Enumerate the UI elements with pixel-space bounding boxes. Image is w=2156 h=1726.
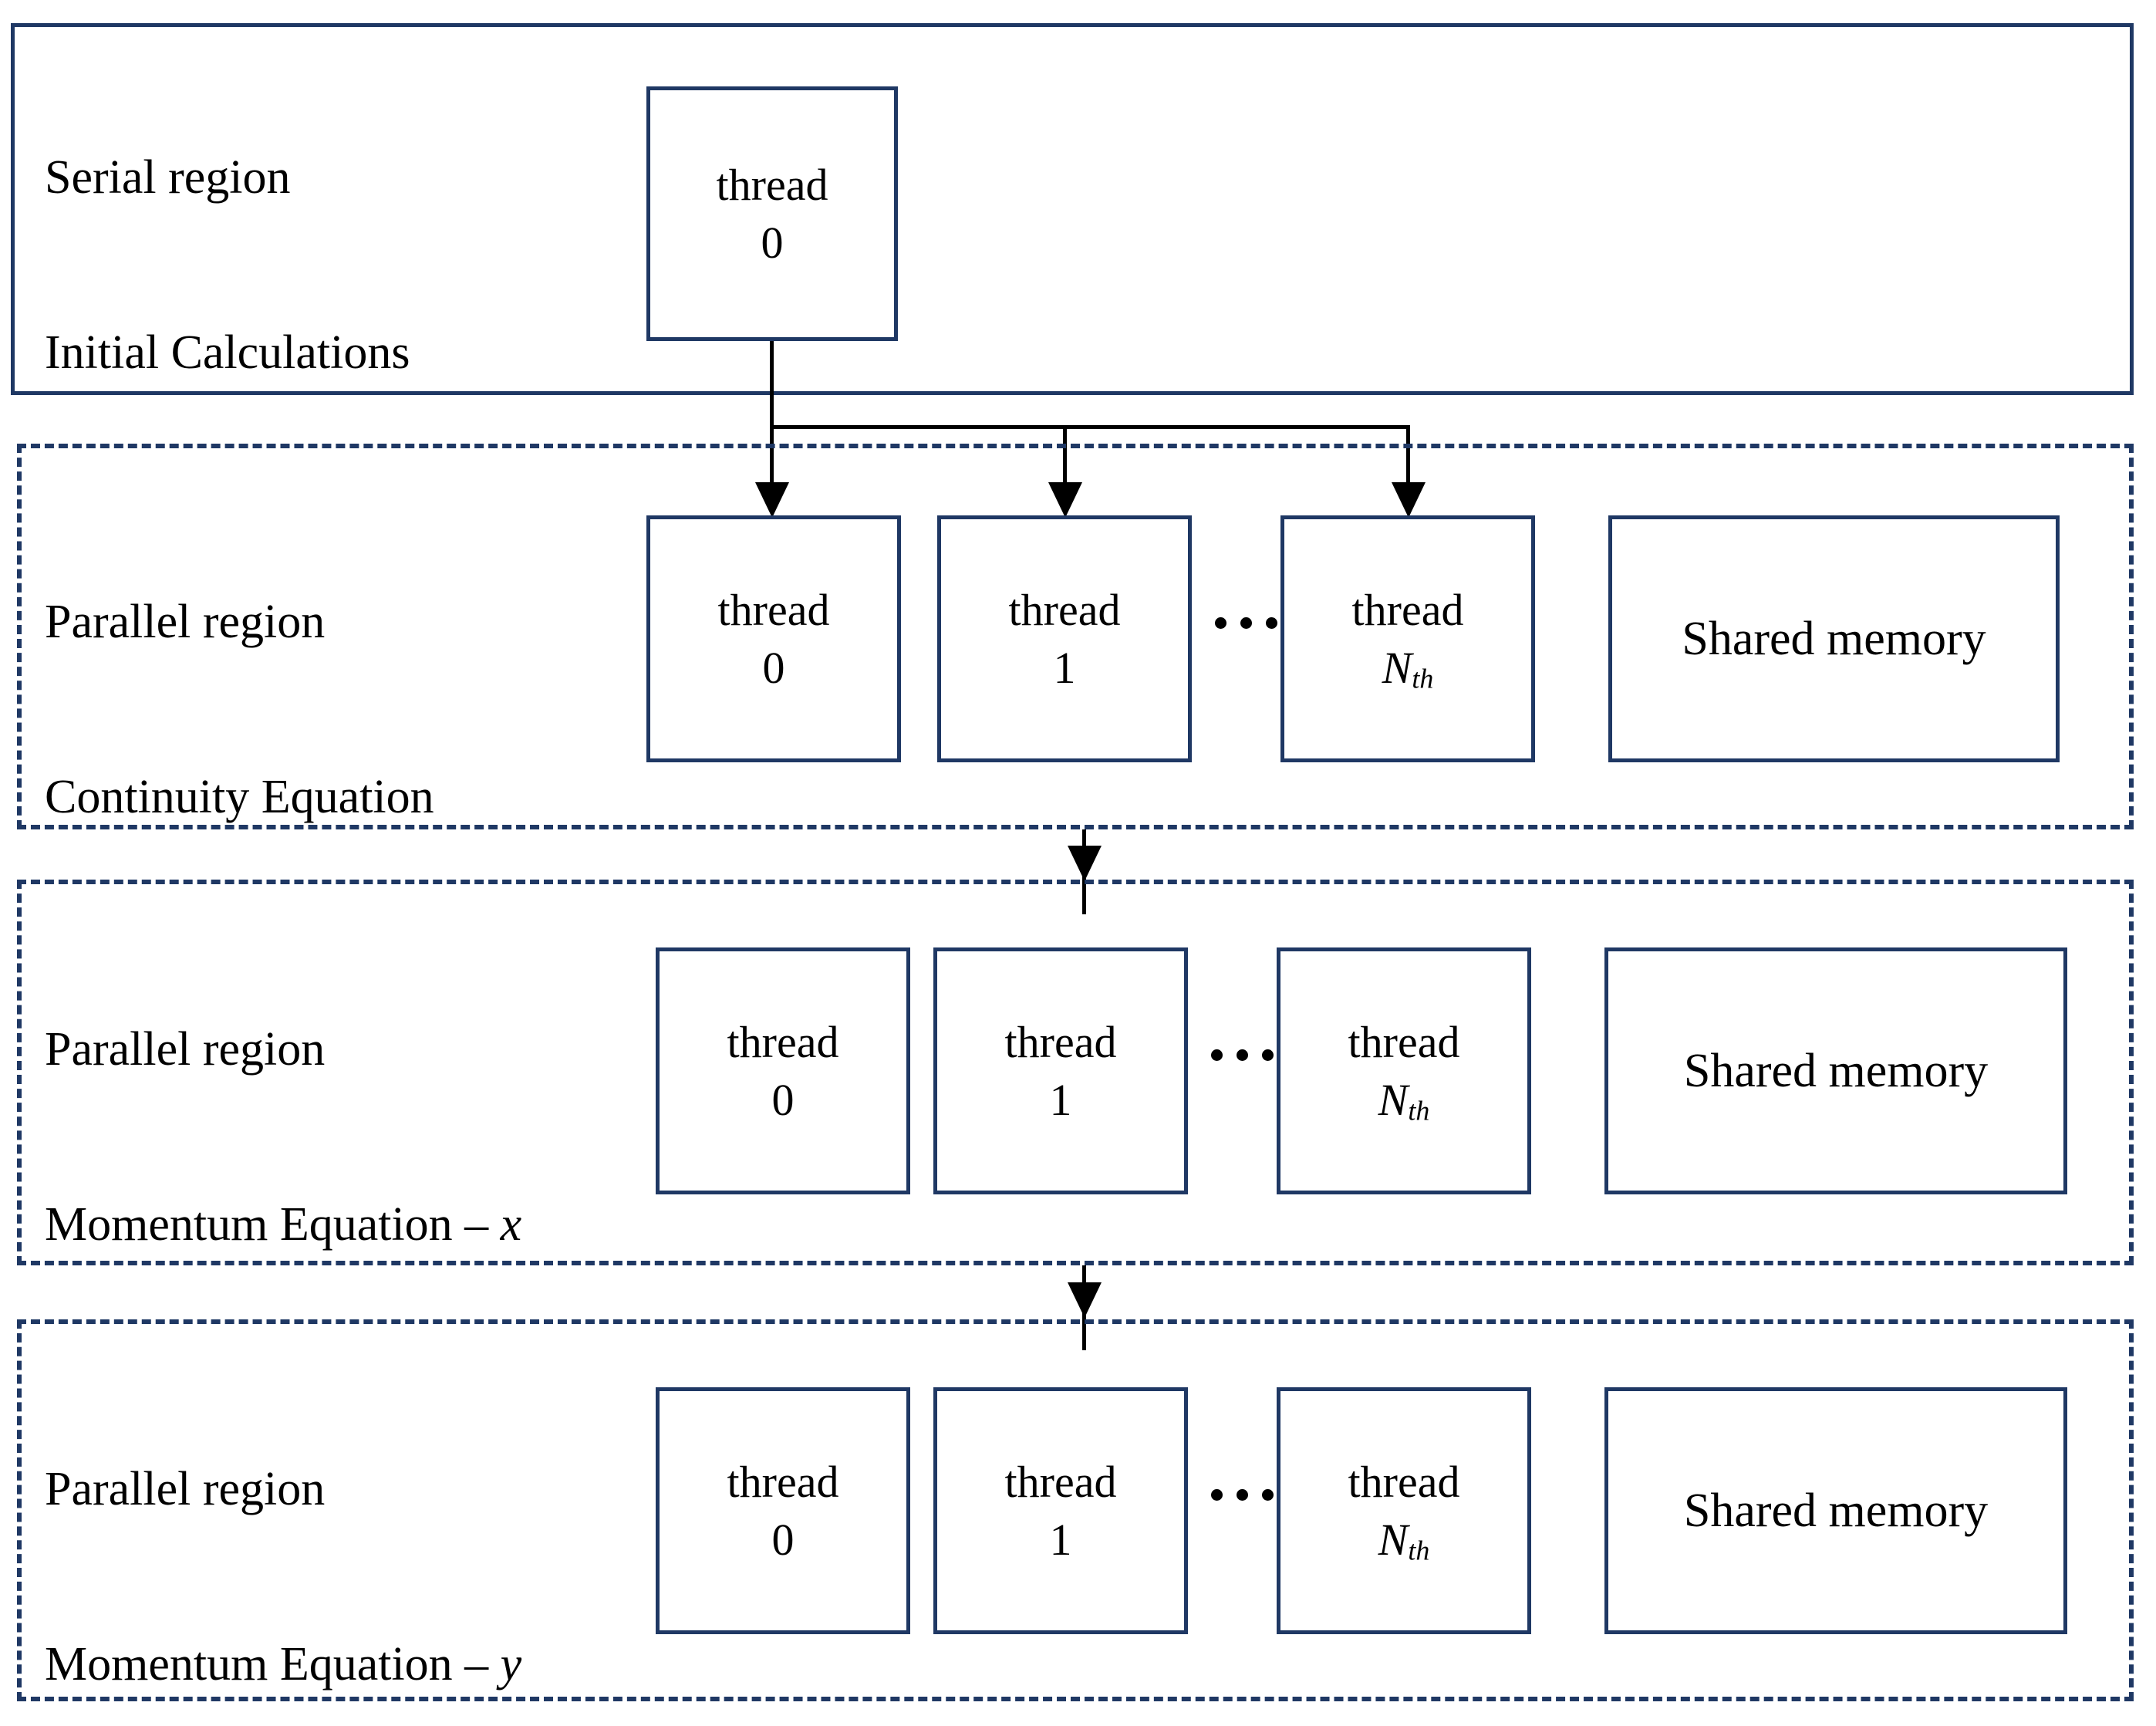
- fork-drop-line-thread-0: [770, 425, 774, 510]
- continuity-shared-memory-label: Shared memory: [1682, 612, 1986, 665]
- momentum-x-ellipsis-icon: [1211, 1049, 1274, 1061]
- serial-region-label: Serial region Initial Calculations: [45, 32, 410, 499]
- parallel-region-momentum-y-label-line1: Parallel region: [45, 1463, 326, 1516]
- momentum-y-axis-symbol: y: [500, 1638, 522, 1691]
- fork-horizontal-line: [770, 425, 1410, 429]
- parallel-region-momentum-y-label-line2: Momentum Equation – y: [45, 1638, 522, 1691]
- parallel-region-momentum-x-label-line1: Parallel region: [45, 1023, 326, 1076]
- parallel-region-continuity-label-line2: Continuity Equation: [45, 771, 434, 824]
- momentum-y-thread-0-line1: thread: [727, 1456, 839, 1507]
- momentum-x-axis-symbol: x: [500, 1198, 522, 1251]
- ellipsis-dot: [1237, 1049, 1248, 1061]
- serial-region-container: [11, 23, 2134, 395]
- sequence-arrowhead-momentum-x-icon: [1068, 846, 1102, 881]
- fork-arrowhead-thread-0-icon: [755, 482, 789, 518]
- continuity-thread-nth-line1: thread: [1351, 584, 1464, 635]
- ellipsis-dot: [1266, 617, 1277, 629]
- continuity-thread-0-line2: 0: [762, 643, 785, 693]
- ellipsis-dot: [1262, 1489, 1274, 1501]
- momentum-y-thread-0-box[interactable]: thread 0: [656, 1387, 910, 1634]
- ellipsis-dot: [1215, 617, 1226, 629]
- momentum-y-shared-memory-box[interactable]: Shared memory: [1604, 1387, 2067, 1634]
- serial-region-label-line1: Serial region: [45, 151, 291, 204]
- momentum-x-thread-1-line2: 1: [1049, 1075, 1072, 1125]
- momentum-x-shared-memory-box[interactable]: Shared memory: [1604, 947, 2067, 1194]
- fork-stem-line: [770, 341, 774, 429]
- momentum-y-thread-nth-box[interactable]: thread Nth: [1277, 1387, 1531, 1634]
- parallel-region-momentum-y-container: [17, 1319, 2134, 1701]
- continuity-thread-0-box[interactable]: thread 0: [646, 515, 901, 762]
- continuity-thread-1-box[interactable]: thread 1: [937, 515, 1192, 762]
- ellipsis-dot: [1240, 617, 1252, 629]
- serial-thread-0-line1: thread: [716, 159, 828, 210]
- continuity-thread-1-line2: 1: [1053, 643, 1076, 693]
- fork-arrowhead-thread-nth-icon: [1392, 482, 1426, 518]
- parallel-region-momentum-x-label: Parallel region Momentum Equation – x: [45, 904, 521, 1371]
- serial-region-label-line2: Initial Calculations: [45, 326, 410, 380]
- fork-drop-line-thread-1: [1063, 425, 1067, 510]
- momentum-x-thread-nth-line2: Nth: [1378, 1075, 1430, 1126]
- fork-drop-line-thread-nth: [1406, 425, 1410, 510]
- momentum-x-thread-1-line1: thread: [1004, 1016, 1117, 1067]
- fork-arrowhead-thread-1-icon: [1048, 482, 1082, 518]
- serial-thread-0-box[interactable]: thread 0: [646, 86, 898, 341]
- momentum-y-ellipsis-icon: [1211, 1489, 1274, 1501]
- momentum-x-thread-nth-line1: thread: [1348, 1016, 1460, 1067]
- momentum-x-thread-1-box[interactable]: thread 1: [933, 947, 1188, 1194]
- momentum-x-shared-memory-label: Shared memory: [1683, 1044, 1989, 1097]
- continuity-thread-1-line1: thread: [1008, 584, 1121, 635]
- momentum-y-thread-nth-line1: thread: [1348, 1456, 1460, 1507]
- continuity-thread-nth-box[interactable]: thread Nth: [1280, 515, 1535, 762]
- momentum-y-thread-nth-line2: Nth: [1378, 1515, 1430, 1566]
- continuity-shared-memory-box[interactable]: Shared memory: [1608, 515, 2060, 762]
- momentum-x-thread-0-box[interactable]: thread 0: [656, 947, 910, 1194]
- sequence-arrowhead-momentum-y-icon: [1068, 1282, 1102, 1318]
- serial-thread-0-line2: 0: [761, 218, 784, 268]
- ellipsis-dot: [1211, 1489, 1223, 1501]
- parallel-region-momentum-x-container: [17, 880, 2134, 1265]
- momentum-x-thread-0-line2: 0: [771, 1075, 795, 1125]
- ellipsis-dot: [1237, 1489, 1248, 1501]
- momentum-y-shared-memory-label: Shared memory: [1683, 1484, 1989, 1537]
- momentum-x-thread-nth-box[interactable]: thread Nth: [1277, 947, 1531, 1194]
- momentum-x-thread-0-line1: thread: [727, 1016, 839, 1067]
- momentum-y-thread-1-box[interactable]: thread 1: [933, 1387, 1188, 1634]
- momentum-y-thread-0-line2: 0: [771, 1515, 795, 1565]
- momentum-y-thread-1-line1: thread: [1004, 1456, 1117, 1507]
- continuity-thread-nth-line2: Nth: [1382, 643, 1434, 694]
- parallel-region-continuity-label-line1: Parallel region: [45, 596, 326, 649]
- momentum-y-thread-1-line2: 1: [1049, 1515, 1072, 1565]
- parallel-region-continuity-label: Parallel region Continuity Equation: [45, 477, 434, 944]
- continuity-ellipsis-icon: [1215, 617, 1277, 629]
- ellipsis-dot: [1262, 1049, 1274, 1061]
- parallel-region-momentum-y-label: Parallel region Momentum Equation – y: [45, 1344, 521, 1726]
- parallel-region-momentum-x-label-line2: Momentum Equation – x: [45, 1198, 522, 1251]
- ellipsis-dot: [1211, 1049, 1223, 1061]
- continuity-thread-0-line1: thread: [717, 584, 830, 635]
- parallel-region-continuity-container: [17, 444, 2134, 829]
